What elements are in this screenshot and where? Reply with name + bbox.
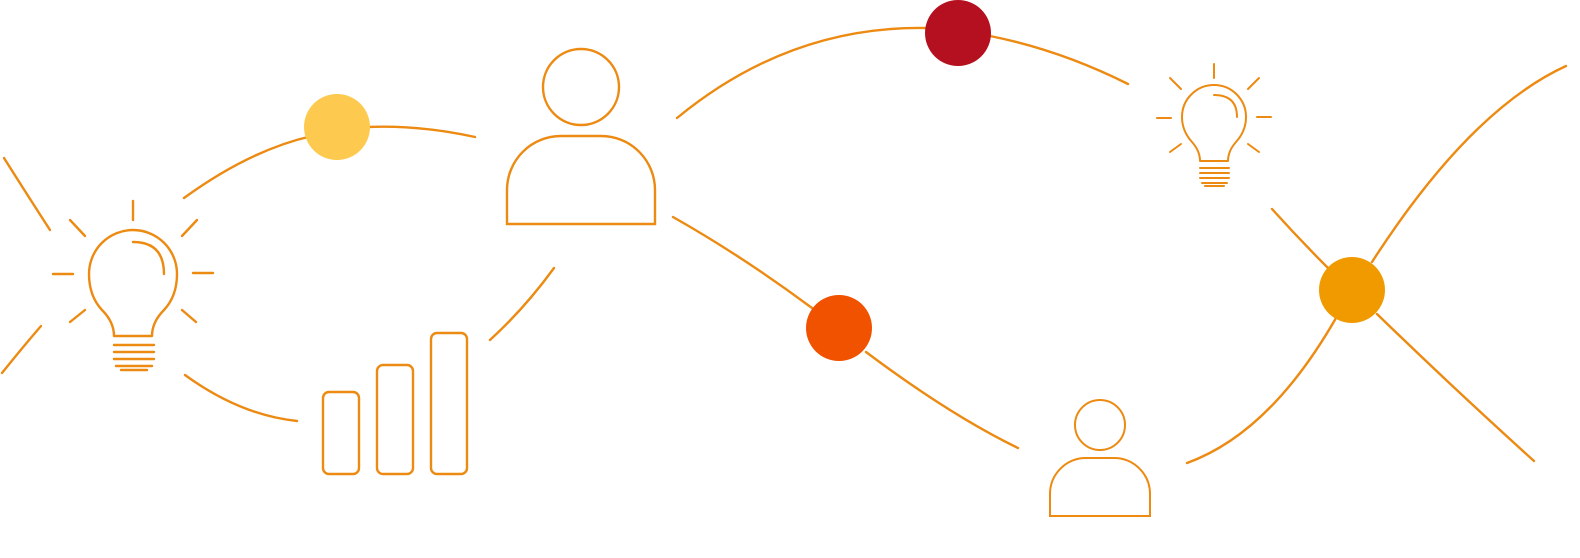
connector-line-yellow-to-user bbox=[366, 125, 477, 139]
connector-line-left-edge-bottom bbox=[0, 324, 43, 375]
bar-chart-icon bbox=[321, 331, 469, 476]
lightbulb-icon bbox=[1156, 63, 1272, 187]
connector-line-chart-to-user bbox=[488, 266, 556, 342]
node-amber bbox=[1319, 257, 1385, 323]
connector-line-amber-to-top-right bbox=[1370, 64, 1568, 264]
connector-line-orange-to-user bbox=[864, 350, 1020, 450]
connector-line-user-to-amber bbox=[1185, 316, 1338, 465]
connector-lines bbox=[0, 26, 1568, 465]
connector-line-bulb-to-yellow bbox=[182, 134, 314, 200]
node-yellow bbox=[304, 94, 370, 160]
connector-line-left-edge-top bbox=[2, 156, 52, 232]
connector-line-crimson-to-bulb bbox=[988, 34, 1130, 86]
connector-line-user-to-orange bbox=[671, 215, 814, 310]
node-crimson bbox=[925, 0, 991, 66]
connector-line-amber-to-bottom-right bbox=[1375, 312, 1536, 463]
nodes bbox=[304, 0, 1385, 361]
user-icon bbox=[1049, 399, 1151, 517]
connector-line-bulb-to-chart bbox=[183, 373, 299, 423]
connector-line-bulb-to-amber bbox=[1270, 207, 1330, 270]
connector-line-user-to-crimson bbox=[675, 26, 930, 120]
node-orange-red bbox=[806, 295, 872, 361]
user-icon bbox=[505, 47, 657, 226]
lightbulb-icon bbox=[51, 199, 215, 372]
